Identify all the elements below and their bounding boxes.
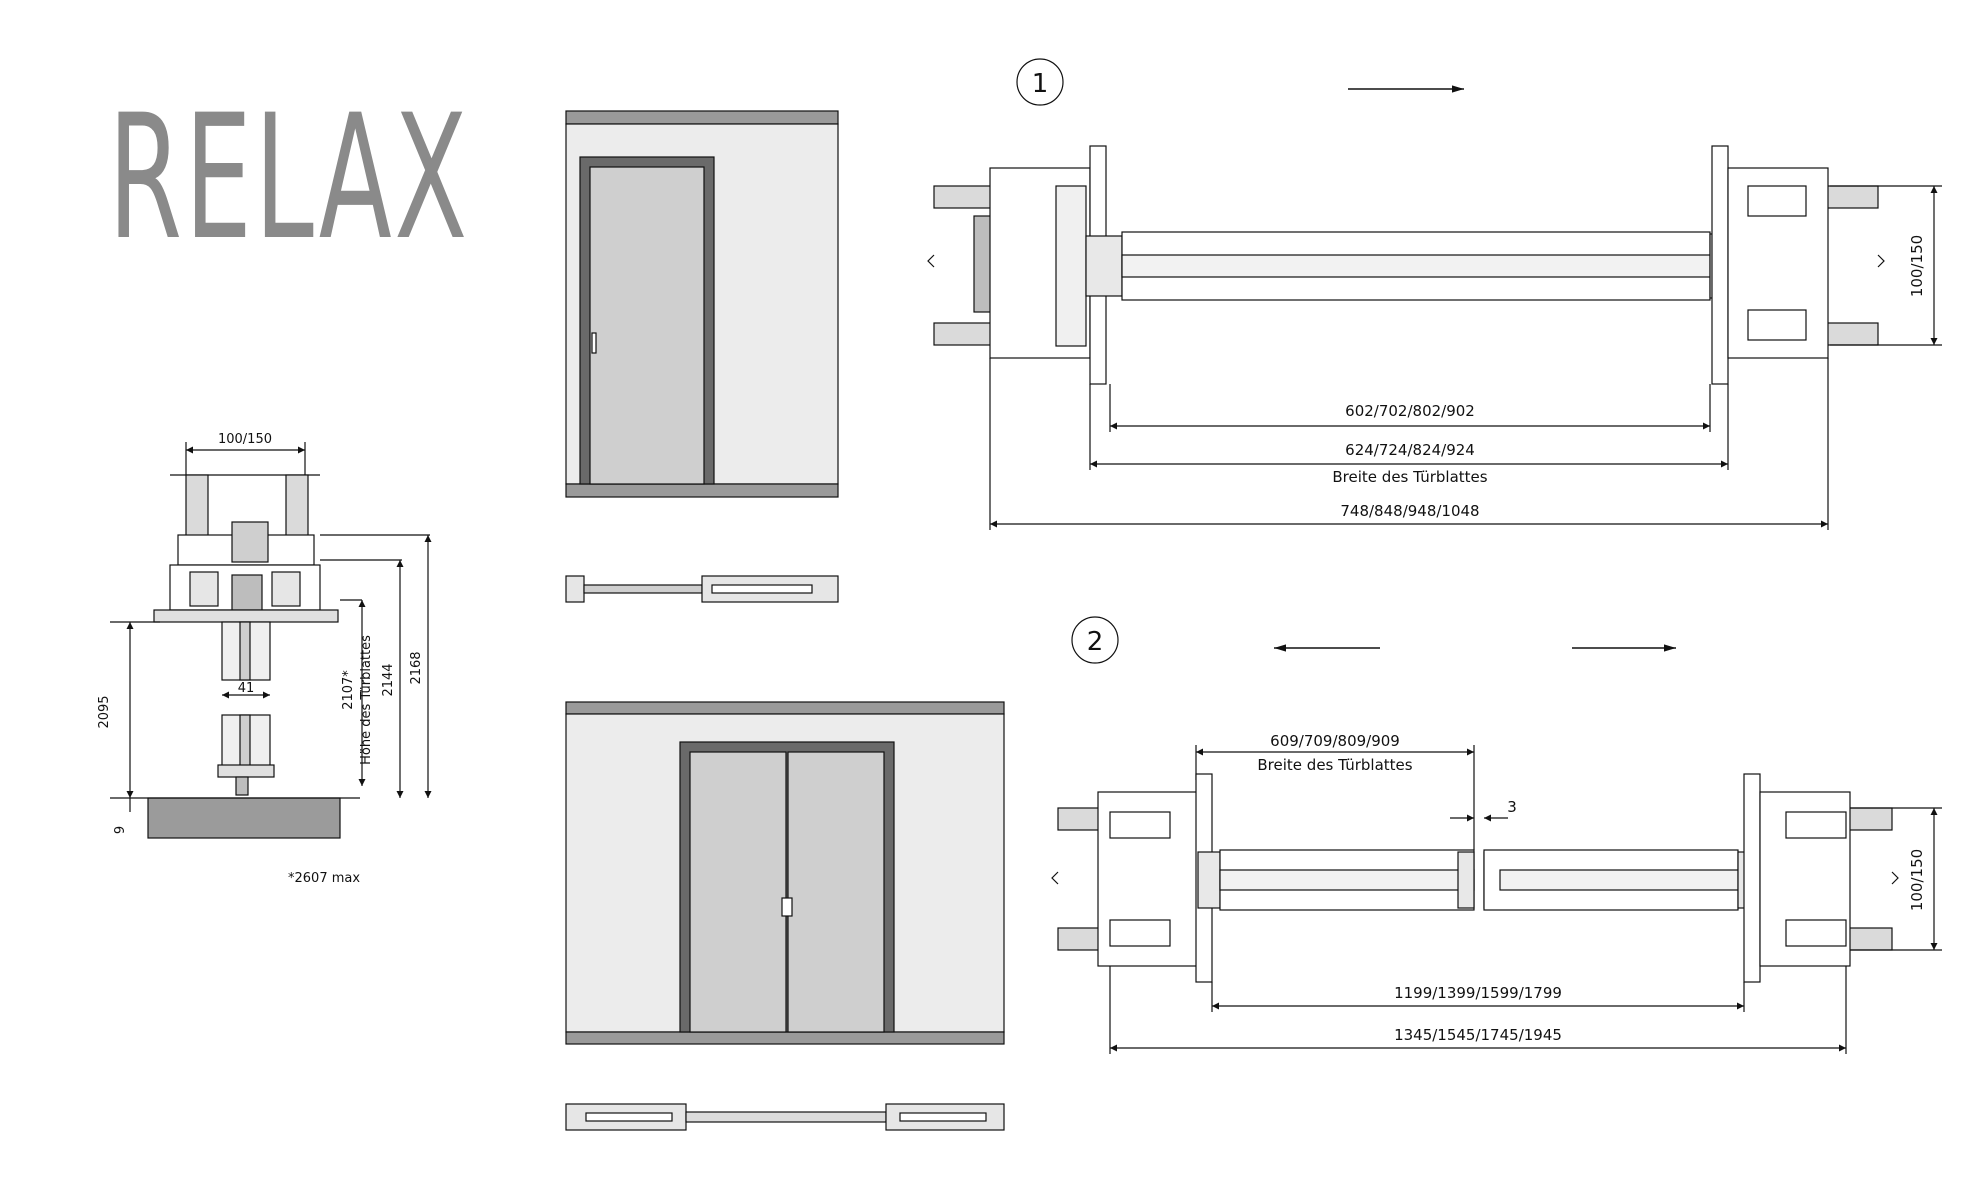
elevation-double [565, 701, 1005, 1131]
plan1-dim-c: 748/848/948/1048 [1340, 502, 1479, 520]
dim-2144: 2144 [381, 663, 396, 696]
product-title: RELAX [108, 77, 470, 278]
plan2-dim-b: 1345/1545/1745/1945 [1394, 1026, 1562, 1044]
marker-2: 2 [1087, 627, 1104, 657]
plan2-gap: 3 [1507, 798, 1517, 816]
dim-9: 9 [113, 826, 128, 834]
elevation-single [565, 110, 839, 603]
plan2-dim-leaf-caption: Breite des Türblattes [1257, 756, 1412, 774]
dim-41: 41 [238, 681, 255, 696]
plan2-dim-leaf: 609/709/809/909 [1270, 732, 1400, 750]
plan1-dim-b-caption: Breite des Türblattes [1332, 468, 1487, 486]
marker-1-circle [1016, 58, 1064, 106]
plan1-wall-dim: 100/150 [1908, 235, 1926, 297]
plan-2: 2 609/709/809/909 Breite des Türblattes … [1051, 616, 1942, 1054]
dim-2107: 2107* [341, 670, 356, 710]
vertical-section: 100/150 41 2095 9 2107* Höhe des Tü [97, 432, 432, 886]
plan1-dim-a: 602/702/802/902 [1345, 402, 1475, 420]
plan2-dim-a: 1199/1399/1599/1799 [1394, 984, 1562, 1002]
plan1-dim-b: 624/724/824/924 [1345, 441, 1475, 459]
footnote: *2607 max [288, 871, 360, 886]
dim-2168: 2168 [409, 651, 424, 684]
dim-2095: 2095 [97, 695, 112, 728]
marker-2-circle [1071, 616, 1119, 664]
floor [147, 797, 341, 839]
plan2-wall-dim: 100/150 [1908, 849, 1926, 911]
plan-1: 1 100/150 602/702/802/902 [927, 58, 1942, 530]
marker-1: 1 [1032, 69, 1049, 99]
door-handle-double [781, 897, 793, 917]
door-handle-single [591, 332, 597, 354]
dim-2107-caption: Höhe des Türblattes [359, 635, 374, 765]
dim-top-width: 100/150 [218, 432, 272, 447]
